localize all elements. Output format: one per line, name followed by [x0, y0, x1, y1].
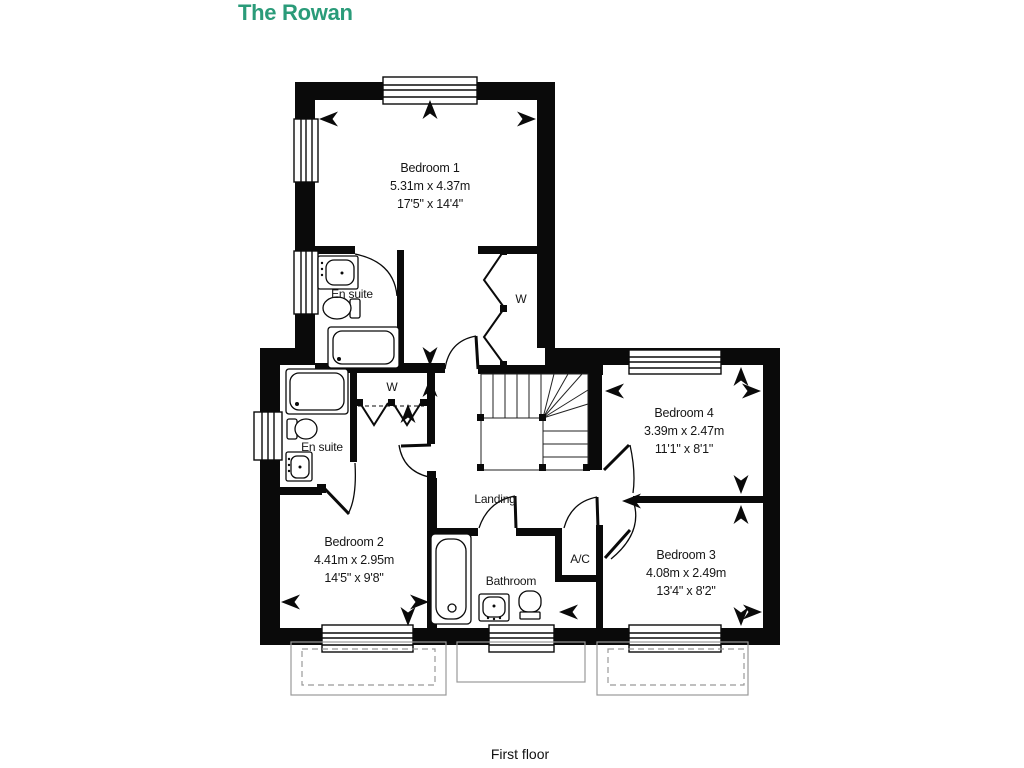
- window-bedroom4-top: [628, 349, 722, 375]
- dimension-arrows: [281, 100, 762, 626]
- bifold-doors-wardrobe2: [358, 402, 424, 427]
- door-airing-cupboard: [563, 496, 600, 529]
- floor-label: First floor: [490, 746, 550, 762]
- bathroom-bathtub: [430, 533, 472, 625]
- door-bedroom1: [444, 335, 480, 370]
- bifold-doors-wardrobe1: [482, 251, 504, 364]
- landing-label: Landing: [474, 492, 515, 506]
- bedroom1-name: Bedroom 1: [400, 161, 460, 175]
- window-bedroom1-left: [293, 118, 319, 183]
- ensuite1-label: En suite: [331, 287, 373, 301]
- ground-floor-outline: [290, 641, 749, 696]
- ensuite2-sink: [285, 451, 313, 482]
- ensuite1-toilet: [322, 296, 361, 320]
- wardrobe1-label: W: [515, 292, 527, 306]
- bedroom2-metric: 4.41m x 2.95m: [314, 553, 394, 567]
- ensuite2-shower: [285, 368, 349, 415]
- window-ensuite1-left: [293, 250, 319, 315]
- bedroom2-imperial: 14'5" x 9'8": [324, 571, 383, 585]
- fixtures: [285, 255, 542, 625]
- bathroom-sink: [478, 593, 510, 622]
- window-bedroom2-bottom: [321, 624, 414, 653]
- bedroom2-name: Bedroom 2: [324, 535, 384, 549]
- bedroom4-name: Bedroom 4: [654, 406, 714, 420]
- ensuite1-bathtub: [327, 326, 400, 369]
- doors: [323, 251, 637, 560]
- bathroom-label: Bathroom: [486, 574, 537, 588]
- door-bedroom4: [602, 443, 635, 494]
- bedroom4-imperial: 11'1" x 8'1": [655, 442, 713, 456]
- airing-cupboard-label: A/C: [570, 552, 590, 566]
- window-ensuite2-left: [253, 411, 283, 461]
- wardrobe2-label: W: [386, 380, 398, 394]
- door-ensuite2: [323, 462, 356, 516]
- ensuite1-sink: [317, 255, 359, 290]
- bedroom4-metric: 3.39m x 2.47m: [644, 424, 724, 438]
- bedroom1-metric: 5.31m x 4.37m: [390, 179, 470, 193]
- staircase: [477, 373, 590, 471]
- page-title: The Rowan: [238, 0, 353, 25]
- window-bedroom3-bottom: [628, 624, 722, 653]
- ensuite2-label: En suite: [301, 440, 343, 454]
- windows: [253, 76, 722, 653]
- bedroom3-metric: 4.08m x 2.49m: [646, 566, 726, 580]
- door-ensuite1: [354, 253, 398, 297]
- bedroom1-imperial: 17'5" x 14'4": [397, 197, 463, 211]
- door-bedroom3: [603, 499, 637, 560]
- room-labels: Bedroom 1 5.31m x 4.37m 17'5" x 14'4" Be…: [301, 161, 726, 598]
- door-bathroom: [478, 495, 518, 529]
- ensuite2-toilet: [286, 418, 318, 440]
- window-bathroom-bottom: [488, 624, 555, 653]
- door-bedroom2: [398, 443, 432, 478]
- bathroom-toilet: [518, 590, 542, 620]
- bedroom3-imperial: 13'4" x 8'2": [656, 584, 715, 598]
- window-bedroom1-top: [382, 76, 478, 105]
- bedroom3-name: Bedroom 3: [656, 548, 716, 562]
